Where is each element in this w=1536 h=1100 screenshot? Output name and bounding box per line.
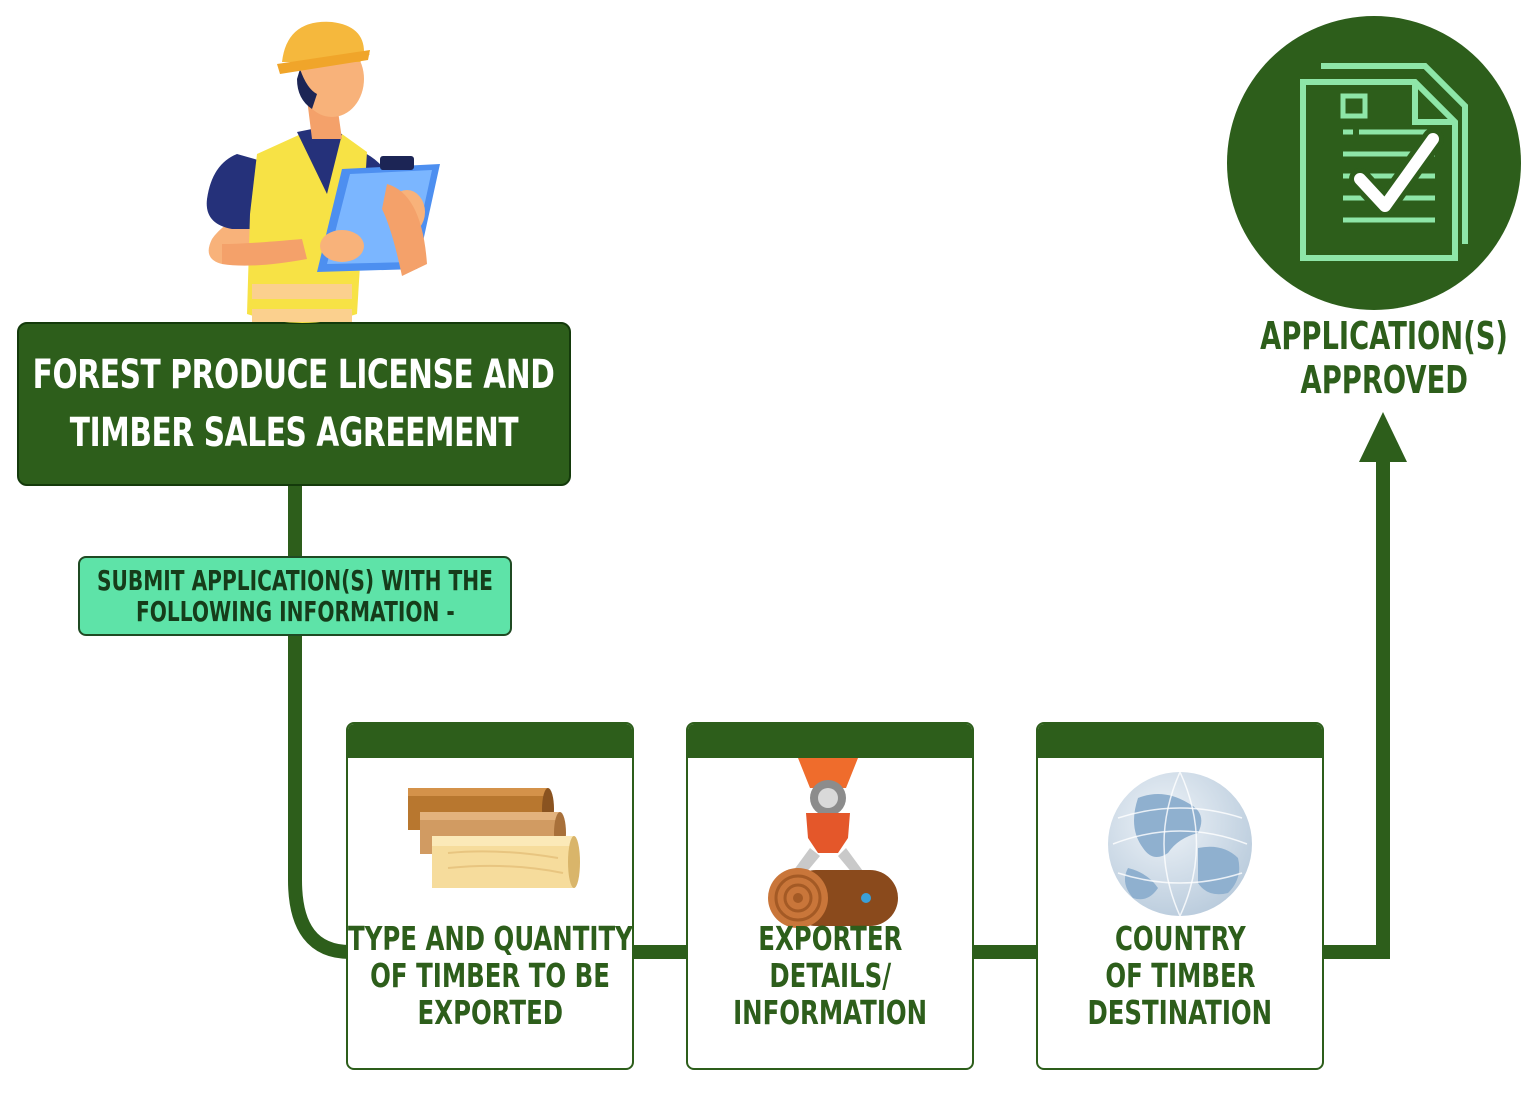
approved-document-icon bbox=[1227, 16, 1521, 310]
step-label-line: OF TIMBER TO BE bbox=[370, 956, 610, 995]
card-header bbox=[348, 724, 632, 758]
approved-label-line: APPLICATION(S) bbox=[1260, 314, 1508, 358]
submit-line: FOLLOWING INFORMATION - bbox=[135, 595, 455, 628]
step-card-exporter: EXPORTER DETAILS/ INFORMATION bbox=[686, 722, 974, 1070]
step-label: COUNTRY OF TIMBER DESTINATION bbox=[1038, 920, 1322, 1031]
step-card-country: COUNTRY OF TIMBER DESTINATION bbox=[1036, 722, 1324, 1070]
submit-instruction-box: SUBMIT APPLICATION(S) WITH THE FOLLOWING… bbox=[78, 556, 512, 636]
step-label-line: DETAILS/ bbox=[769, 956, 891, 995]
timber-planks-icon bbox=[408, 788, 580, 888]
title-line: FOREST PRODUCE LICENSE AND bbox=[33, 352, 555, 398]
step-label-line: EXPORTER bbox=[757, 919, 903, 958]
worker-icon bbox=[206, 21, 440, 323]
step-card-timber-type: TYPE AND QUANTITY OF TIMBER TO BE EXPORT… bbox=[346, 722, 634, 1070]
arrow-up-icon bbox=[1359, 412, 1407, 462]
step-label-line: INFORMATION bbox=[732, 993, 928, 1032]
approved-label-line: APPROVED bbox=[1300, 358, 1468, 402]
step-label-line: DESTINATION bbox=[1087, 993, 1273, 1032]
step-label-line: TYPE AND QUANTITY bbox=[347, 919, 633, 958]
step-label: EXPORTER DETAILS/ INFORMATION bbox=[688, 920, 972, 1031]
license-title-box: FOREST PRODUCE LICENSE AND TIMBER SALES … bbox=[17, 322, 571, 486]
approved-label: APPLICATION(S) APPROVED bbox=[1240, 314, 1528, 402]
submit-line: SUBMIT APPLICATION(S) WITH THE bbox=[97, 564, 493, 597]
step-label: TYPE AND QUANTITY OF TIMBER TO BE EXPORT… bbox=[348, 920, 632, 1031]
card-header bbox=[688, 724, 972, 758]
log-grapple-icon bbox=[768, 758, 898, 928]
step-label-line: EXPORTED bbox=[417, 993, 563, 1032]
step-label-line: OF TIMBER bbox=[1104, 956, 1256, 995]
step-label-line: COUNTRY bbox=[1114, 919, 1246, 958]
card-header bbox=[1038, 724, 1322, 758]
globe-icon bbox=[1108, 771, 1252, 917]
title-line: TIMBER SALES AGREEMENT bbox=[69, 410, 519, 456]
